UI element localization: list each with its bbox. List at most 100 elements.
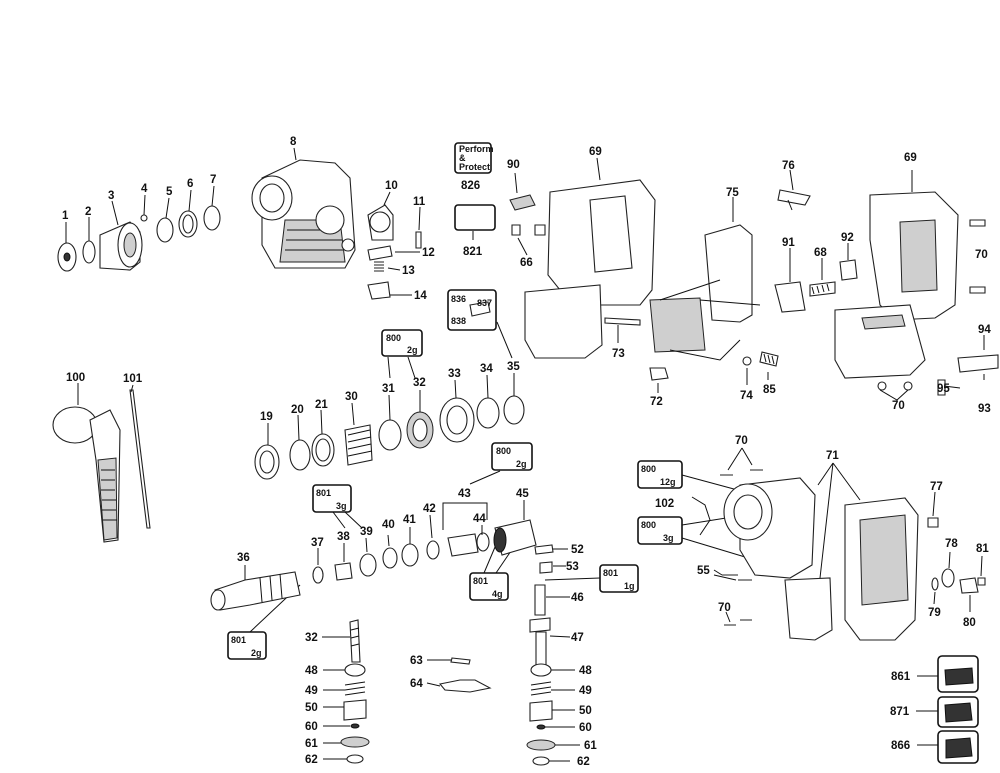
part-number: 91: [782, 237, 795, 249]
part-number: 61: [584, 740, 597, 752]
part-number: 71: [826, 450, 839, 462]
lube-qty: 2g: [251, 648, 262, 658]
part-number: 93: [978, 403, 991, 415]
part-number: 68: [814, 247, 827, 259]
part-number: 74: [740, 390, 753, 402]
part-number: 2: [85, 206, 91, 218]
side-handle-100-101: [52, 383, 151, 543]
gear-housing-8: [251, 147, 356, 269]
part-number: 102: [655, 498, 674, 510]
part-number: 92: [841, 232, 854, 244]
part-number: 95: [937, 383, 950, 395]
part-number: 73: [612, 348, 625, 360]
part-number: 32: [305, 632, 318, 644]
part-number: 79: [928, 607, 941, 619]
part-number: 70: [892, 400, 905, 412]
rear-housing-71: [691, 447, 919, 641]
lube-qty: 12g: [660, 477, 676, 487]
part-number: 1: [62, 210, 69, 222]
part-number: 49: [579, 685, 592, 697]
part-number: 837: [477, 298, 492, 308]
part-number: 21: [315, 399, 328, 411]
part-number: 35: [507, 361, 520, 373]
part-number: 11: [413, 196, 426, 208]
part-number: 14: [414, 290, 427, 302]
part-number: 8: [290, 136, 297, 148]
part-number: 866: [891, 740, 910, 752]
lube-code: 801: [473, 576, 488, 586]
perform-line2: &: [459, 153, 466, 163]
lube-qty: 1g: [624, 581, 635, 591]
part-number: 39: [360, 526, 373, 538]
part-number: 36: [237, 552, 250, 564]
part-number: 69: [904, 152, 917, 164]
part-number: 78: [945, 538, 958, 550]
part-number: 826: [461, 180, 480, 192]
spindle-row-36-45: [210, 500, 537, 611]
lube-code: 800: [496, 446, 511, 456]
lube-code: 801: [603, 568, 618, 578]
lube-box-801-d: 801 2g: [227, 584, 301, 660]
part-number: 6: [187, 178, 193, 190]
part-number: 53: [566, 561, 579, 573]
front-nose-parts: [57, 185, 221, 272]
lube-code: 801: [316, 488, 331, 498]
part-number: 50: [579, 705, 592, 717]
lube-code: 800: [386, 333, 401, 343]
part-number: 5: [166, 186, 173, 198]
part-number: 19: [260, 411, 273, 423]
part-number: 33: [448, 368, 461, 380]
part-number: 69: [589, 146, 602, 158]
part-number: 30: [345, 391, 358, 403]
lube-code: 800: [641, 520, 656, 530]
part-number: 861: [891, 671, 911, 683]
lube-box-800-d: 800 12g: [637, 460, 746, 493]
part-number: 41: [403, 514, 416, 526]
part-number: 40: [382, 519, 395, 531]
part-number: 85: [763, 384, 776, 396]
part-number: 48: [579, 665, 592, 677]
lube-code: 801: [231, 635, 246, 645]
lube-qty: 3g: [663, 533, 674, 543]
part-number: 76: [782, 160, 795, 172]
part-number: 821: [463, 246, 483, 258]
part-number: 20: [291, 404, 304, 416]
label-parts-821-826: Perform & Protect: [454, 142, 496, 240]
part-number: 52: [571, 544, 584, 556]
part-number: 46: [571, 592, 584, 604]
part-number: 81: [976, 543, 989, 555]
part-number: 66: [520, 257, 533, 269]
part-number: 34: [480, 363, 493, 375]
part-number: 12: [422, 247, 435, 259]
part-number: 38: [337, 531, 350, 543]
gear-row-19-35: [254, 373, 525, 480]
motor-housing-right: [834, 170, 999, 401]
part-number: 37: [311, 537, 324, 549]
part-number: 94: [978, 324, 991, 336]
part-number: 70: [975, 249, 988, 261]
part-number: 62: [577, 756, 590, 768]
lube-qty: 2g: [407, 345, 418, 355]
part-number: 43: [458, 488, 471, 500]
lube-box-800-c: 800 2g: [469, 442, 533, 485]
part-number: 42: [423, 503, 436, 515]
part-number: 836: [451, 294, 466, 304]
motor-housing-left: [509, 157, 656, 359]
part-number: 101: [123, 373, 143, 385]
lube-box-801-b: 801 4g: [469, 539, 516, 601]
part-number: 49: [305, 685, 318, 697]
part-number: 48: [305, 665, 318, 677]
part-number: 32: [413, 377, 426, 389]
part-number: 75: [726, 187, 739, 199]
part-number: 31: [382, 383, 395, 395]
part-number: 4: [141, 183, 148, 195]
part-number: 7: [210, 174, 216, 186]
small-parts-77-81: [927, 491, 986, 612]
part-number: 55: [697, 565, 710, 577]
part-number: 45: [516, 488, 529, 500]
part-number: 838: [451, 316, 466, 326]
small-parts-68-92: [742, 169, 858, 385]
small-parts-63-64: [426, 657, 492, 693]
part-number: 62: [305, 754, 318, 766]
